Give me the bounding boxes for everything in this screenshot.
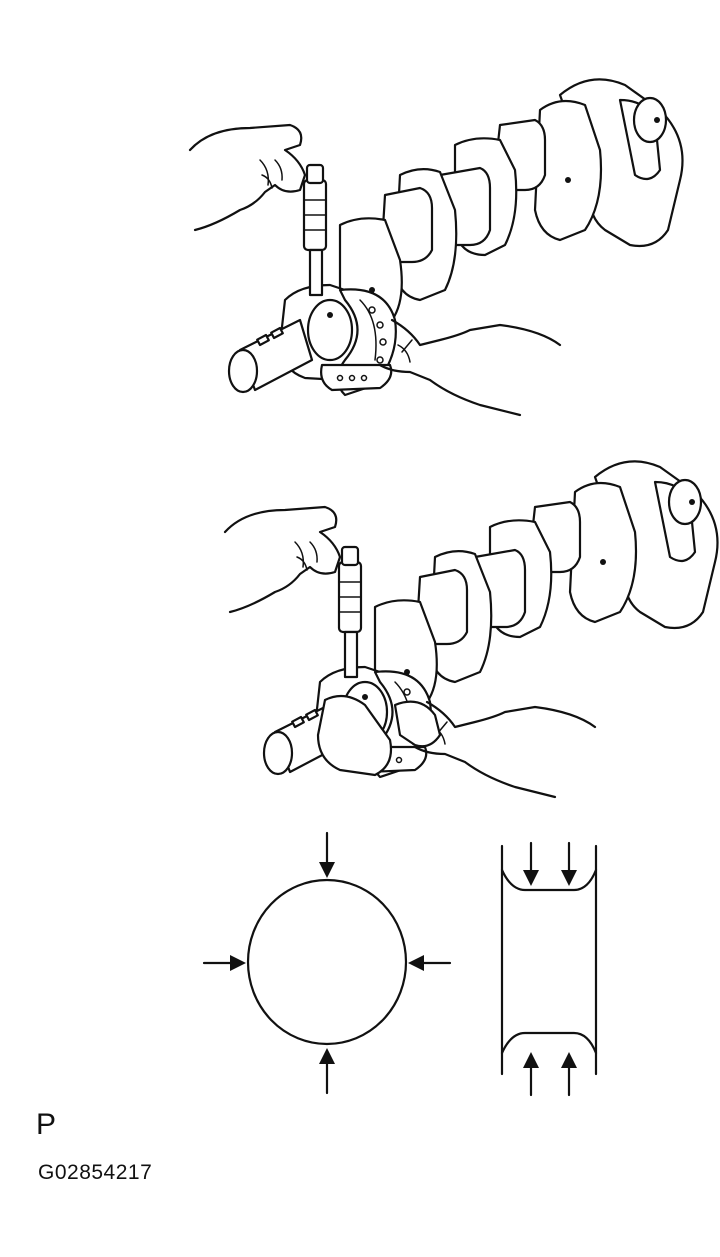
crankshaft-micrometer-illustration-top (188, 78, 684, 417)
journal-circumference-diagram (202, 831, 452, 1095)
crankshaft-micrometer-illustration-middle (223, 460, 719, 799)
figure-id: G02854217 (38, 1161, 153, 1184)
figure-code-letter: P (36, 1108, 57, 1141)
journal-length-diagram (500, 841, 598, 1097)
